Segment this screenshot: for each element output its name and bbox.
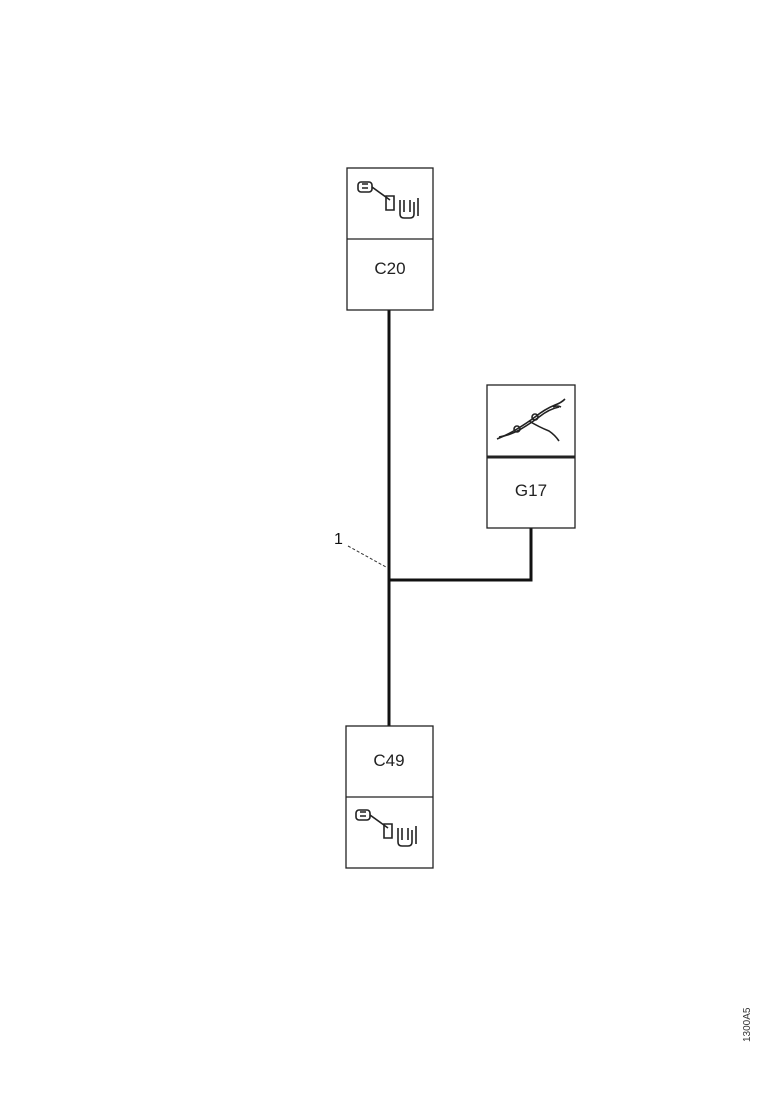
callout: 1 xyxy=(334,531,387,568)
connector-c20[interactable]: C20 xyxy=(346,167,434,311)
wires xyxy=(387,310,533,726)
terminal-icon xyxy=(355,809,417,847)
callout-leader xyxy=(347,545,387,568)
reference-code: 1300A5 xyxy=(742,1007,753,1042)
connector-label-c49: C49 xyxy=(373,751,404,770)
wire-branch-g17 xyxy=(389,528,533,582)
connector-label-g17: G17 xyxy=(515,481,547,500)
connector-label-c20: C20 xyxy=(374,259,405,278)
callout-number: 1 xyxy=(334,531,343,548)
ground-cable-icon xyxy=(496,398,566,442)
connector-g17[interactable]: G17 xyxy=(486,384,576,529)
terminal-icon xyxy=(357,181,419,219)
connector-c49[interactable]: C49 xyxy=(345,725,434,869)
